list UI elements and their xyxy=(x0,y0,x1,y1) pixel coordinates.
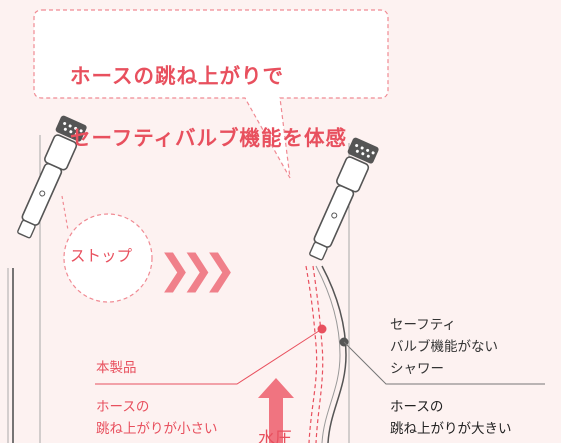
no-valve-leader-line xyxy=(343,341,545,385)
stop-pointer xyxy=(61,195,69,231)
water-pressure-label: 水圧 xyxy=(258,429,292,443)
no-valve-label: セーフティ バルブ機能がない シャワー xyxy=(390,317,498,377)
up-arrow-icon xyxy=(258,378,294,443)
stop-label: ストップ xyxy=(70,247,133,265)
product-label: 本製品 xyxy=(96,360,137,376)
callout-bubble xyxy=(33,9,389,179)
callout-line-1: ホースの跳ね上がりで xyxy=(70,64,284,88)
no-valve-hose-inner xyxy=(315,265,341,443)
right-shower-head-icon xyxy=(309,137,379,261)
product-hose-path-inner xyxy=(305,265,318,443)
left-shower-head-icon xyxy=(17,115,87,239)
callout-text: ホースの跳ね上がりで セーフティバルブ機能を体感 xyxy=(70,30,347,154)
stop-bubble xyxy=(63,213,153,303)
no-valve-description: ホースの 跳ね上がりが大きい xyxy=(390,399,512,437)
product-hose-path xyxy=(312,265,324,443)
callout-line-2: セーフティバルブ機能を体感 xyxy=(70,126,348,150)
product-leader-line xyxy=(95,328,323,385)
no-valve-hose-path xyxy=(321,265,347,443)
product-description: ホースの 跳ね上がりが小さい xyxy=(96,399,218,437)
right-chevrons-icon: ❯❯❯ xyxy=(158,247,236,293)
